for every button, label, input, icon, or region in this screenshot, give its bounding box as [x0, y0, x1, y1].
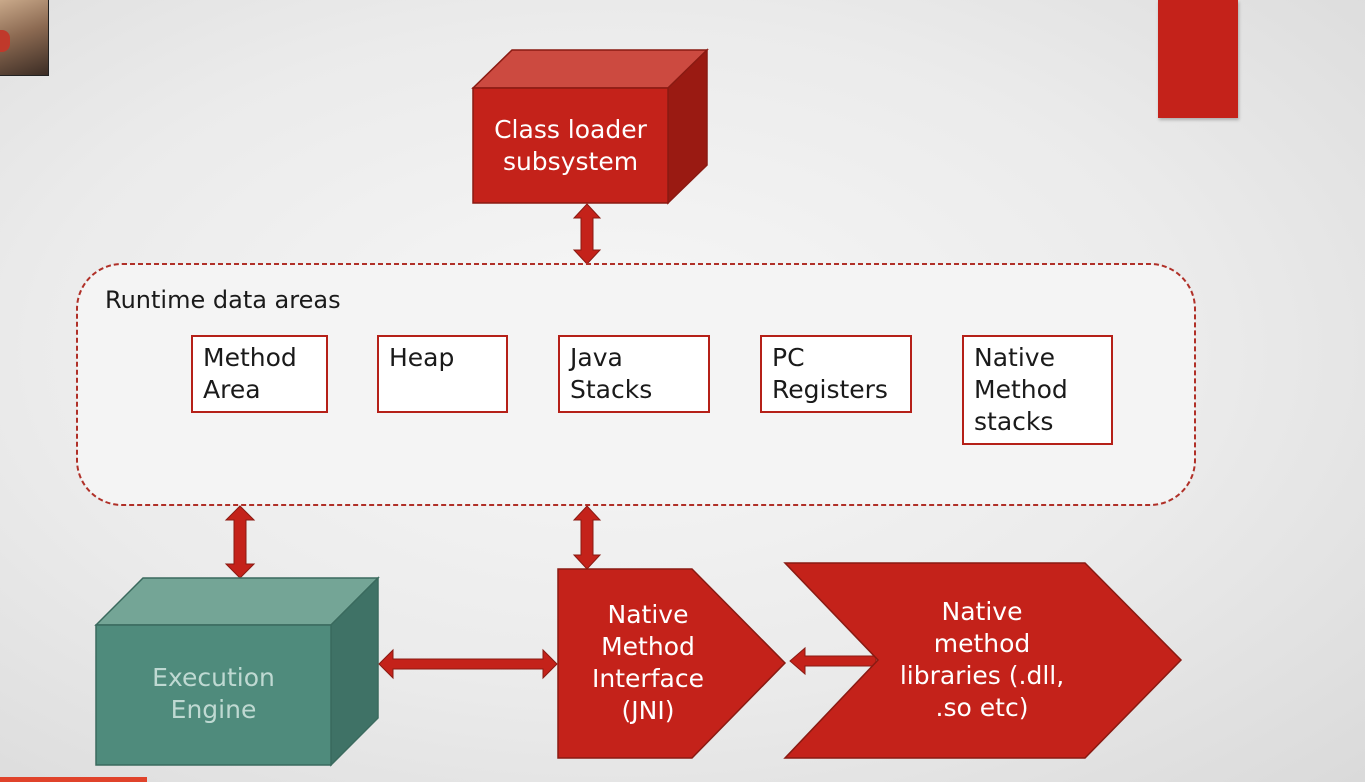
- arrow-execution-native-interface: [378, 648, 558, 680]
- arrow-runtime-execution: [224, 505, 256, 579]
- execution-engine-box: [94, 576, 380, 767]
- native-method-libraries-label: Native method libraries (.dll, .so etc): [899, 597, 1065, 722]
- native-method-interface-label: Native Method Interface (JNI): [592, 600, 704, 725]
- runtime-data-areas-title: Runtime data areas: [105, 286, 341, 314]
- java-stacks-box: Java Stacks: [558, 335, 710, 413]
- webcam-figure: [0, 30, 10, 52]
- arrow-runtime-native-interface: [572, 505, 602, 570]
- execution-engine-label: Execution Engine: [152, 663, 275, 724]
- pc-registers-box: PC Registers: [760, 335, 912, 413]
- arrow-libraries-native-interface: [789, 646, 877, 676]
- arrow-classloader-runtime: [572, 203, 602, 265]
- presenter-webcam-thumbnail: [0, 0, 49, 76]
- slide-corner-accent: [1158, 0, 1238, 118]
- heap-box: Heap: [377, 335, 508, 413]
- class-loader-label: Class loader subsystem: [494, 115, 647, 176]
- native-method-interface-shape: [557, 568, 787, 759]
- native-method-libraries-shape: [783, 562, 1183, 759]
- native-method-stacks-box: Native Method stacks: [962, 335, 1113, 445]
- method-area-box: Method Area: [191, 335, 328, 413]
- class-loader-box: [471, 48, 709, 205]
- video-progress-bar[interactable]: [0, 777, 147, 782]
